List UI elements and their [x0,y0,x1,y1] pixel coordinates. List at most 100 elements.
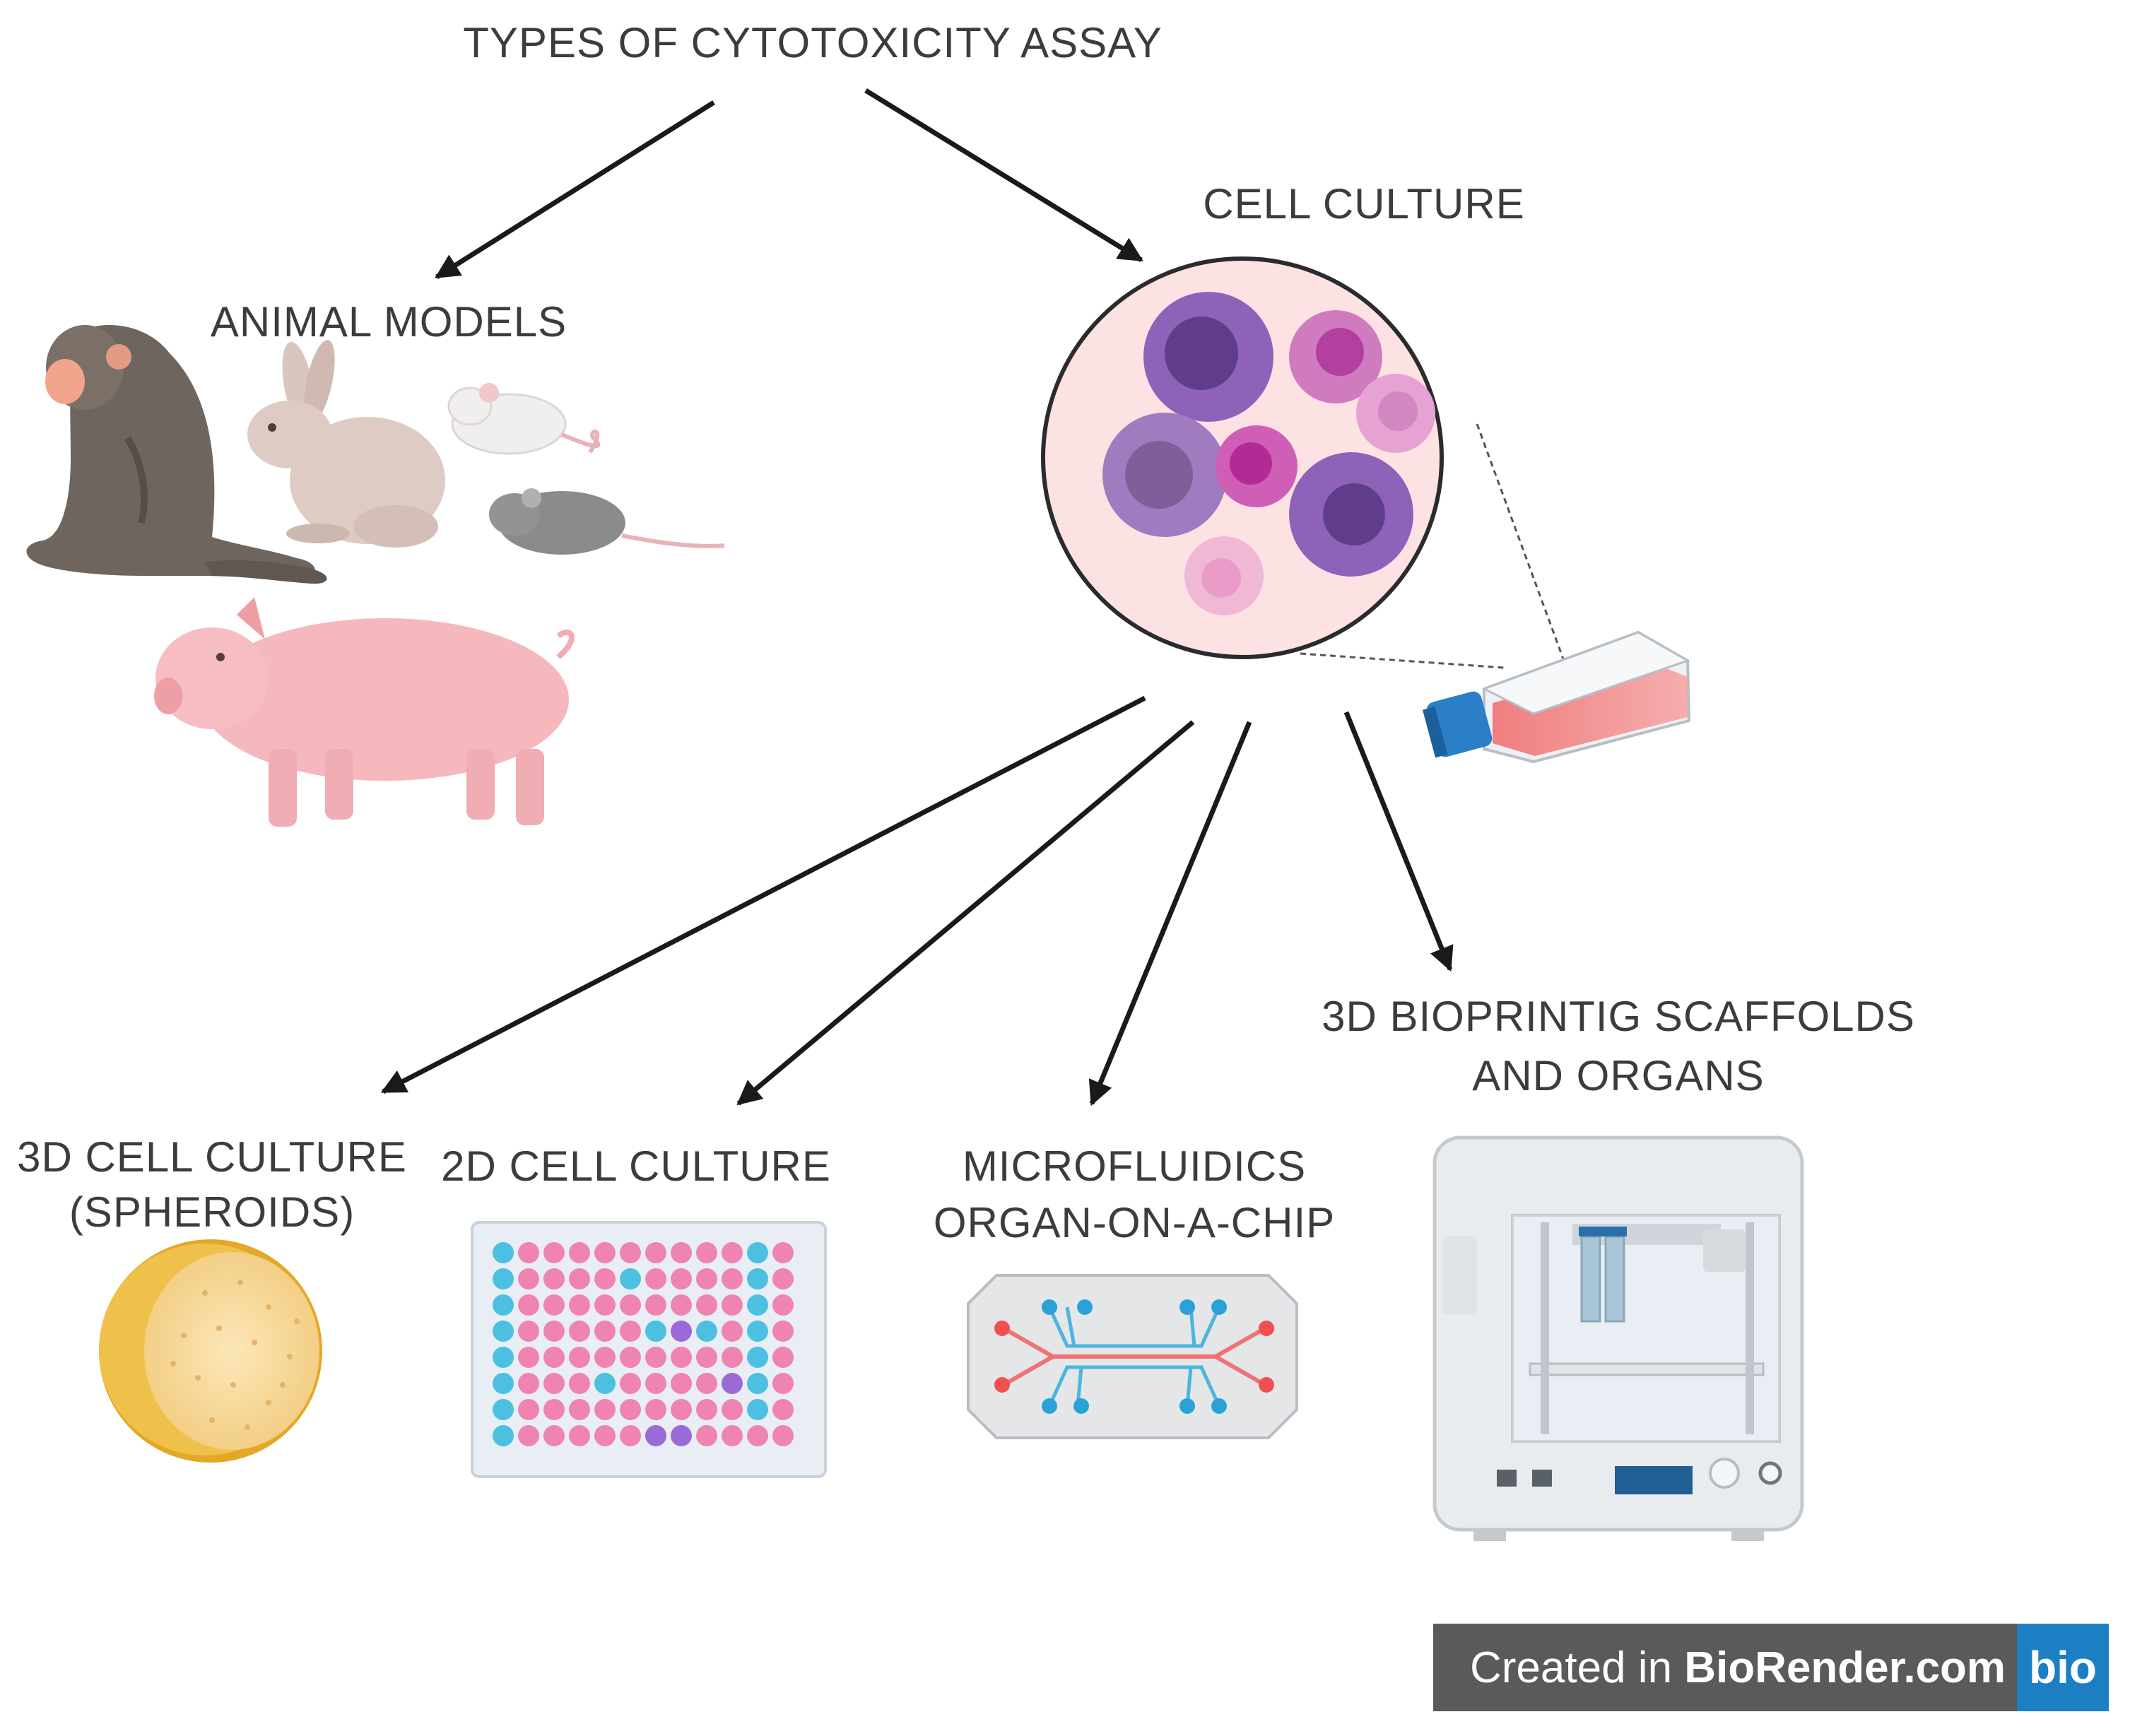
biorender-badge[interactable]: Created in BioRender.com bio [1433,1624,2109,1711]
well [696,1399,717,1420]
arrow-to-3d-cell-culture [380,695,1146,1094]
arrow-to-bioprinting [1343,711,1454,972]
well [543,1373,565,1394]
cell-culture-circle-icon [1041,256,1444,659]
white-mouse-icon [447,383,601,455]
well [594,1294,616,1316]
well [620,1321,641,1342]
well [543,1242,565,1263]
spheroids-label-line1: 3D CELL CULTURE [17,1133,407,1181]
well [518,1347,539,1368]
well [696,1425,717,1446]
well [518,1268,539,1289]
well [671,1321,692,1342]
well [518,1425,539,1446]
2d-cell-culture-label: 2D CELL CULTURE [441,1142,831,1190]
well [620,1425,641,1446]
well [493,1399,514,1420]
well-plate-icon [471,1221,827,1478]
well [671,1347,692,1368]
well [696,1268,717,1289]
well [722,1268,743,1289]
well [594,1399,616,1420]
badge-prefix: Created in [1470,1643,1685,1692]
well [569,1347,590,1368]
well [569,1425,590,1446]
arrow-to-cell-culture [864,88,1143,262]
well [747,1347,768,1368]
microfluidics-label-line2: ORGAN-ON-A-CHIP [933,1199,1336,1246]
well [594,1425,616,1446]
well [493,1373,514,1394]
well [747,1425,768,1446]
well [696,1294,717,1316]
well [671,1399,692,1420]
well [772,1294,794,1316]
well [543,1425,565,1446]
well [772,1242,794,1263]
monkey-icon [26,325,327,584]
well [620,1399,641,1420]
well [543,1321,565,1342]
well [543,1347,565,1368]
spheroids-label-line2: (SPHEROIDS) [69,1188,355,1236]
well [569,1294,590,1316]
well [747,1242,768,1263]
well [747,1399,768,1420]
well [594,1373,616,1394]
well [594,1321,616,1342]
diagram-title: TYPES OF CYTOTOXICITY ASSAY [463,19,1163,66]
well [722,1321,743,1342]
culture-flask-icon [1300,423,1691,764]
well [772,1399,794,1420]
well [772,1425,794,1446]
well [722,1373,743,1394]
well [518,1373,539,1394]
well [696,1347,717,1368]
biorender-logo-icon: bio [2017,1624,2109,1711]
well [493,1425,514,1446]
well [518,1399,539,1420]
well [772,1268,794,1289]
well [645,1399,666,1420]
well [594,1347,616,1368]
cell-culture-label: CELL CULTURE [1203,180,1525,228]
well [620,1373,641,1394]
well-grid [493,1242,794,1446]
well [493,1242,514,1263]
spheroid-icon [99,1239,322,1463]
well [620,1347,641,1368]
well [645,1373,666,1394]
well [645,1425,666,1446]
arrow-to-microfluidics [1088,721,1252,1106]
arrow-to-2d-cell-culture [736,720,1195,1106]
well [493,1321,514,1342]
well [594,1268,616,1289]
well [671,1268,692,1289]
arrow-to-animal-models [435,100,715,279]
well [696,1321,717,1342]
well [747,1268,768,1289]
well [696,1373,717,1394]
well [722,1242,743,1263]
bioprinter-icon [1432,1135,1804,1541]
well [620,1268,641,1289]
biorender-badge-text: Created in BioRender.com [1433,1643,2017,1693]
well [543,1399,565,1420]
well [620,1294,641,1316]
well [747,1321,768,1342]
well [645,1294,666,1316]
well [518,1294,539,1316]
well [543,1268,565,1289]
well [543,1294,565,1316]
rabbit-icon [247,340,445,548]
well [772,1347,794,1368]
pig-icon [154,597,575,827]
bioprinting-label-line2: AND ORGANS [1472,1052,1765,1099]
badge-brand: BioRender.com [1684,1643,2006,1692]
well [594,1242,616,1263]
well [747,1294,768,1316]
well [569,1399,590,1420]
animal-models-label: ANIMAL MODELS [210,298,567,346]
